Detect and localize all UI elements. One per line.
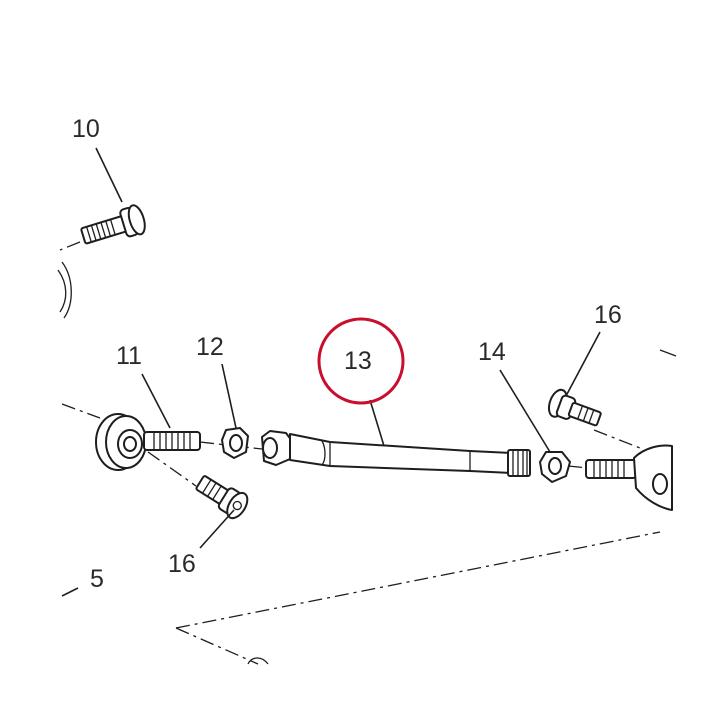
hex-nut-icon [539, 451, 571, 483]
threaded-stud-icon [143, 431, 201, 451]
rod-end-bearing-icon [95, 413, 147, 471]
rod-end-bearing-icon [633, 444, 673, 511]
frame-bracket-left [57, 261, 72, 319]
bolt-icon [80, 204, 146, 245]
callout-16-left: 16 [168, 550, 196, 578]
callout-labels: 10 11 12 13 14 16 16 5 [72, 115, 622, 593]
callout-13: 13 [344, 347, 372, 375]
callout-14: 14 [478, 338, 506, 366]
hex-nut-icon [221, 427, 249, 459]
button-head-screw-icon [195, 475, 249, 520]
frame-bracket-right [659, 349, 677, 357]
callout-11: 11 [116, 342, 142, 370]
highlight-circle [317, 317, 405, 405]
callout-12: 12 [196, 333, 224, 361]
callout-5: 5 [90, 565, 104, 593]
leader-lines [61, 147, 601, 597]
callout-16-right: 16 [594, 301, 622, 329]
button-head-screw-icon [547, 388, 602, 427]
callout-10: 10 [72, 115, 100, 143]
tie-rod-icon [261, 430, 531, 477]
center-lines [59, 241, 661, 665]
frame-bracket-bottom [247, 657, 269, 665]
threaded-stud-icon [585, 459, 637, 479]
